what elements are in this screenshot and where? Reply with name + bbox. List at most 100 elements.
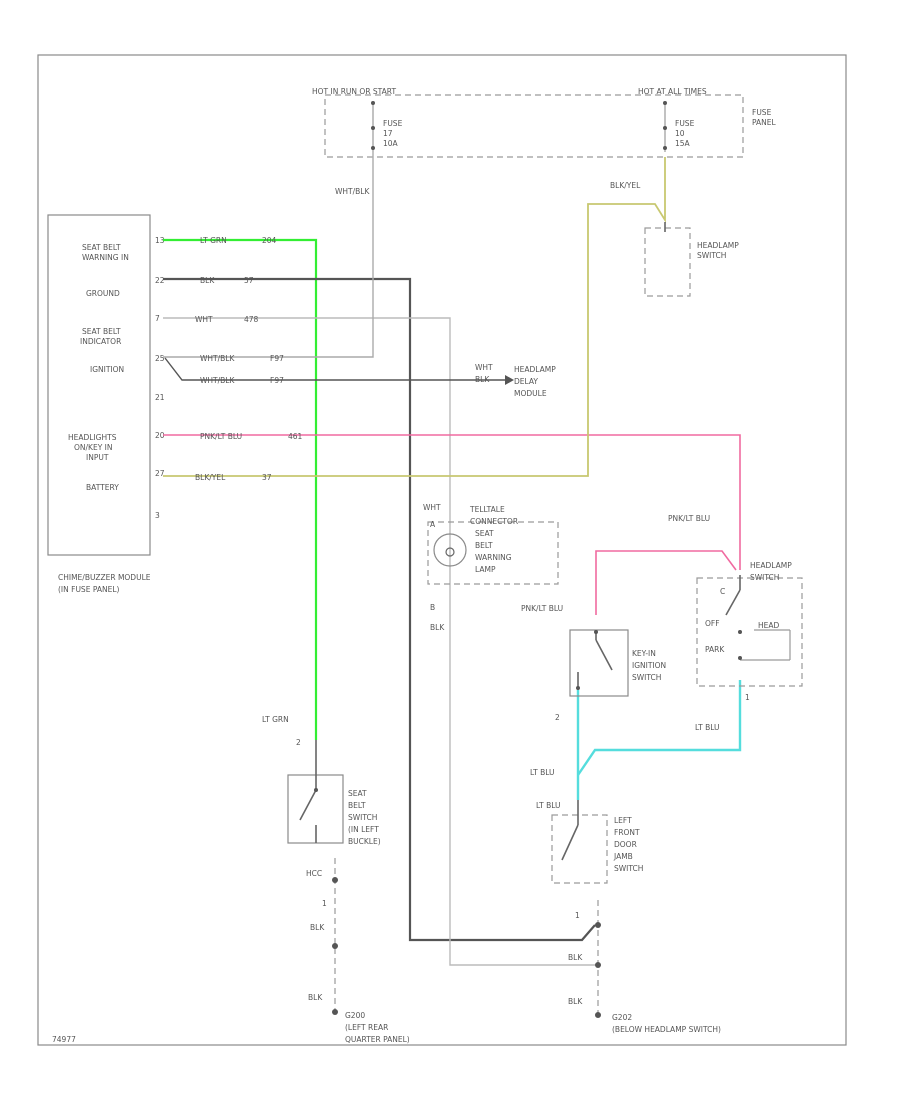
switch-position: HEAD	[758, 621, 780, 630]
component-label: DELAY	[514, 377, 538, 386]
pin-label: 1	[745, 693, 750, 702]
module-caption: CHIME/BUZZER MODULE	[58, 573, 151, 582]
pin-label: B	[430, 603, 435, 612]
fuse17-label: FUSE	[383, 119, 403, 128]
ground-label: G202	[612, 1013, 632, 1022]
pin-label: 25	[155, 354, 165, 363]
ground-g202: G202 (BELOW HEADLAMP SWITCH)	[612, 1013, 721, 1034]
wire-label: PNK/LT BLU	[521, 604, 563, 613]
wire-label: BLK	[308, 993, 323, 1002]
wire-label: LT BLU	[695, 723, 720, 732]
wire-label: WHT/BLK	[200, 354, 235, 363]
wire-pnk-lt-blu	[163, 434, 741, 570]
diagram-id: 74977	[52, 1035, 76, 1044]
module-label: INPUT	[86, 453, 109, 462]
pin-label: 1	[575, 911, 580, 920]
headlamp-switch: PNK/LT BLU HEADLAMP SWITCH C OFF PARK HE…	[668, 514, 803, 732]
switch-position: OFF	[705, 619, 720, 628]
wire-label: 57	[244, 276, 254, 285]
wire-label: BLK	[200, 276, 215, 285]
component-label: IGNITION	[632, 661, 666, 670]
ground-label: QUARTER PANEL)	[345, 1035, 410, 1044]
diagram-frame	[37, 54, 847, 1046]
component-label: JAMB	[613, 852, 633, 861]
wire-label: F97	[270, 354, 284, 363]
fuse10-number: 10	[675, 129, 685, 138]
component-label: BELT	[348, 801, 366, 810]
module-label: WARNING IN	[82, 253, 129, 262]
door-jamb-switch: LT BLU LT BLU LEFT FRONT DOOR JAMB SWITC…	[530, 768, 643, 1018]
wire-label: 461	[288, 432, 303, 441]
wire-label: BLK	[310, 923, 325, 932]
key-in-ignition-switch: PNK/LT BLU 2 KEY-IN IGNITION SWITCH	[521, 604, 666, 722]
component-label: BELT	[475, 541, 493, 550]
wire-wht-blk-delay	[164, 357, 505, 381]
component-label: SWITCH	[614, 864, 643, 873]
wire-label: 204	[262, 236, 277, 245]
wire-blk-57	[163, 277, 596, 942]
seat-belt-switch: LT GRN 2 SEAT BELT SWITCH (IN LEFT BUCKL…	[262, 715, 381, 1015]
pin-label: 27	[155, 469, 165, 478]
pin-label: 21	[155, 393, 165, 402]
wire-lt-grn	[163, 238, 318, 740]
component-label: (IN LEFT	[348, 825, 379, 834]
module-caption-2: (IN FUSE PANEL)	[58, 585, 120, 594]
chime-buzzer-module: SEAT BELT WARNING IN GROUND SEAT BELT IN…	[47, 214, 165, 594]
fuse-panel: HOT IN RUN OR START HOT AT ALL TIMES FUS…	[312, 87, 777, 158]
component-label: TELLTALE	[469, 505, 505, 514]
wire-label: WHT	[195, 315, 213, 324]
component-label: SWITCH	[697, 251, 726, 260]
wire-label: LT BLU	[530, 768, 555, 777]
pin-label: A	[430, 520, 436, 529]
pin-label: 22	[155, 276, 165, 285]
wire-label: LT GRN	[262, 715, 289, 724]
wire-label: BLK/YEL	[195, 473, 226, 482]
module-label: INDICATOR	[80, 337, 121, 346]
wire-label: WHT	[423, 503, 441, 512]
wire-label: WHT/BLK	[335, 187, 370, 196]
component-label: LAMP	[475, 565, 496, 574]
component-label: SWITCH	[750, 573, 779, 582]
wire-label: LT GRN	[200, 236, 227, 245]
ground-label: (BELOW HEADLAMP SWITCH)	[612, 1025, 721, 1034]
pin-label: 13	[155, 236, 165, 245]
fuse17-rating: 10A	[383, 139, 399, 148]
wire-lt-blu-2	[577, 680, 742, 776]
ground-label: G200	[345, 1011, 365, 1020]
wire-label: PNK/LT BLU	[668, 514, 710, 523]
component-label: MODULE	[514, 389, 547, 398]
component-label: SEAT	[348, 789, 367, 798]
module-label: HEADLIGHTS	[68, 433, 117, 442]
headlamp-delay-module: HEADLAMP DELAY MODULE	[514, 365, 556, 398]
wire-label: HCC	[306, 869, 322, 878]
pin-label: 20	[155, 431, 165, 440]
fuse10-rating: 15A	[675, 139, 691, 148]
wire-pnk-keyin	[595, 550, 737, 615]
bus-label-run-start: HOT IN RUN OR START	[312, 87, 396, 96]
component-label: SWITCH	[632, 673, 661, 682]
component-label: DOOR	[614, 840, 637, 849]
wire-label: WHT	[475, 363, 493, 372]
module-label: BATTERY	[86, 483, 119, 492]
wire-label: WHT/BLK	[200, 376, 235, 385]
component-label: KEY-IN	[632, 649, 656, 658]
module-label: IGNITION	[90, 365, 124, 374]
fuse10-label: FUSE	[675, 119, 695, 128]
wire-label: PNK/LT BLU	[200, 432, 242, 441]
wire-label: 37	[262, 473, 272, 482]
wire-blk-yel	[163, 157, 666, 477]
wire-label: BLK	[475, 375, 490, 384]
module-label: SEAT BELT	[82, 243, 121, 252]
wire-label: 478	[244, 315, 259, 324]
ground-g200: G200 (LEFT REAR QUARTER PANEL)	[345, 1011, 410, 1044]
wire-label: BLK	[568, 953, 583, 962]
pin-label: 1	[322, 899, 327, 908]
component-label: HEADLAMP	[514, 365, 556, 374]
pin-label: C	[720, 587, 725, 596]
pin-label: 2	[555, 713, 560, 722]
component-label: CONNECTOR	[470, 517, 518, 526]
wire-label: BLK	[430, 623, 445, 632]
pin-label: 7	[155, 314, 160, 323]
fuse-panel-label-2: PANEL	[752, 118, 777, 127]
